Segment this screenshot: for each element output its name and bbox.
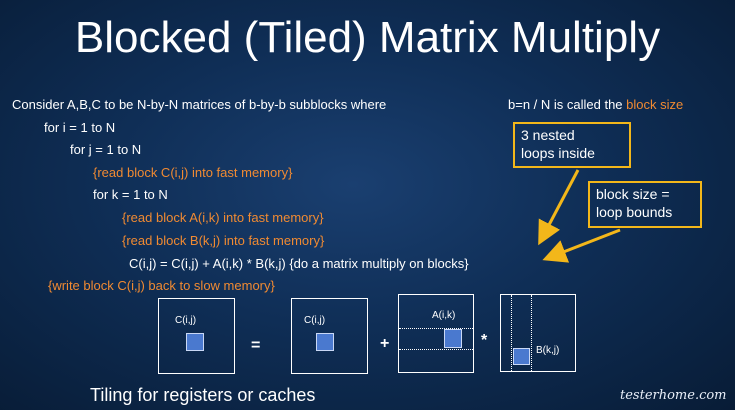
matrix-b-col-right-guide: [531, 295, 532, 371]
matrix-a-row-bottom-guide: [399, 349, 473, 350]
loop-bounds-callout: block size = loop bounds: [588, 181, 702, 228]
slide-title: Blocked (Tiled) Matrix Multiply: [74, 13, 661, 62]
for-k-line: for k = 1 to N: [93, 187, 168, 202]
nested-loops-callout-line-1: 3 nested: [521, 127, 575, 143]
read-b-line: {read block B(k,j) into fast memory}: [122, 233, 325, 248]
loop-bounds-callout-line-2: loop bounds: [596, 204, 673, 220]
times-sign: *: [481, 332, 488, 349]
matrix-c-right: C(i,j): [291, 298, 368, 374]
for-j-line: for j = 1 to N: [70, 142, 142, 157]
nested-loops-arrow: [538, 169, 580, 246]
matrix-b-block: [513, 348, 530, 365]
nested-loops-callout: 3 nested loops inside: [513, 122, 631, 168]
matrix-c-left-label: C(i,j): [175, 315, 197, 326]
plus-sign: +: [380, 335, 390, 352]
matrix-a-block: [444, 329, 462, 348]
loop-bounds-arrow: [542, 228, 621, 263]
watermark: testerhome.com: [620, 388, 727, 403]
read-a-line: {read block A(i,k) into fast memory}: [122, 210, 324, 225]
read-c-line: {read block C(i,j) into fast memory}: [93, 165, 293, 180]
matrix-b: B(k,j): [500, 294, 576, 372]
matrix-a: A(i,k): [398, 294, 474, 373]
for-i-line: for i = 1 to N: [44, 120, 116, 135]
consider-line: Consider A,B,C to be N-by-N matrices of …: [12, 97, 387, 112]
block-size-definition-prefix: b=n / N is called the: [508, 97, 627, 112]
matrix-a-row-top-guide: [399, 328, 473, 329]
matrix-c-right-label: C(i,j): [304, 315, 326, 326]
matrix-c-left: C(i,j): [158, 298, 235, 374]
matrix-b-col-left-guide: [511, 295, 512, 371]
matrix-b-label: B(k,j): [536, 345, 560, 356]
matrix-c-right-block: [316, 333, 334, 351]
loop-bounds-callout-line-1: block size =: [596, 186, 670, 202]
slide-caption: Tiling for registers or caches: [90, 385, 316, 405]
block-size-term: block size: [626, 97, 684, 112]
write-c-line: {write block C(i,j) back to slow memory}: [48, 278, 275, 293]
block-size-definition: b=n / N is called the block size: [508, 97, 683, 113]
equals-sign: =: [251, 337, 261, 354]
matrix-a-label: A(i,k): [432, 310, 456, 321]
multiply-line: C(i,j) = C(i,j) + A(i,k) * B(k,j) {do a …: [129, 256, 469, 271]
nested-loops-callout-line-2: loops inside: [521, 145, 595, 161]
matrix-c-left-block: [186, 333, 204, 351]
